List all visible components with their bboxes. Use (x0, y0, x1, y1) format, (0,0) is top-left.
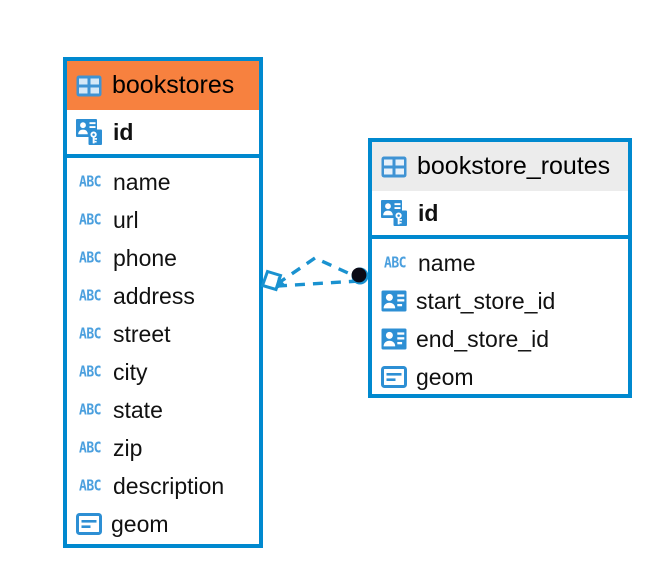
foreign-key-icon (381, 328, 407, 350)
field-row-geom[interactable]: geom (372, 358, 628, 396)
entity-bookstore-routes-header[interactable]: bookstore_routes (372, 142, 628, 191)
field-row-name[interactable]: ABC name (67, 163, 259, 201)
diamond-marker (260, 269, 285, 292)
entity-bookstores-title: bookstores (112, 71, 235, 99)
abc-icon: ABC (76, 325, 104, 343)
primary-key-icon (76, 119, 104, 145)
abc-icon: ABC (76, 477, 104, 495)
abc-icon: ABC (76, 249, 104, 267)
abc-icon: ABC (76, 439, 104, 457)
abc-icon-text: ABC (79, 439, 101, 457)
field-label-url: url (113, 206, 139, 233)
field-label-name: name (113, 168, 171, 195)
field-label-geom: geom (416, 363, 474, 390)
field-row-city[interactable]: ABC city (67, 353, 259, 391)
field-label-geom: geom (111, 510, 169, 537)
field-row-zip[interactable]: ABC zip (67, 429, 259, 467)
field-label-state: state (113, 396, 163, 423)
field-label-street: street (113, 320, 171, 347)
field-row-primary-key[interactable]: id (67, 110, 259, 158)
entity-bookstore-routes-title: bookstore_routes (417, 152, 611, 180)
filled-circle-marker (351, 267, 369, 285)
primary-key-icon (381, 200, 409, 226)
table-icon (76, 75, 102, 97)
abc-icon-text: ABC (79, 173, 101, 191)
entity-bookstore-routes[interactable]: bookstore_routes id (368, 138, 632, 398)
table-icon (381, 156, 407, 178)
field-row-name[interactable]: ABC name (372, 244, 628, 282)
abc-icon-text: ABC (79, 477, 101, 495)
field-row-start-store-id[interactable]: start_store_id (372, 282, 628, 320)
field-label-name: name (418, 249, 476, 276)
field-label-start-store-id: start_store_id (416, 287, 556, 314)
abc-icon-text: ABC (79, 401, 101, 419)
field-label-id: id (418, 199, 439, 226)
entity-bookstores-field-list: ABC name ABC url ABC phone ABC (67, 158, 259, 543)
entity-bookstores-header[interactable]: bookstores (67, 61, 259, 110)
field-label-end-store-id: end_store_id (416, 325, 549, 352)
field-row-state[interactable]: ABC state (67, 391, 259, 429)
field-label-id: id (113, 118, 134, 145)
field-row-geom[interactable]: geom (67, 505, 259, 543)
abc-icon-text: ABC (384, 254, 406, 272)
abc-icon: ABC (76, 363, 104, 381)
field-label-zip: zip (113, 434, 143, 461)
abc-icon-text: ABC (79, 211, 101, 229)
abc-icon: ABC (76, 173, 104, 191)
field-row-url[interactable]: ABC url (67, 201, 259, 239)
field-label-phone: phone (113, 244, 177, 271)
geometry-icon (76, 513, 102, 535)
field-row-end-store-id[interactable]: end_store_id (372, 320, 628, 358)
field-label-description: description (113, 472, 225, 499)
entity-bookstores[interactable]: bookstores id (63, 57, 263, 548)
abc-icon-text: ABC (79, 287, 101, 305)
field-label-city: city (113, 358, 148, 385)
entity-bookstore-routes-field-list: ABC name start_store_id (372, 239, 628, 396)
field-row-description[interactable]: ABC description (67, 467, 259, 505)
foreign-key-icon (381, 290, 407, 312)
relationship-line-straight (276, 279, 360, 288)
abc-icon: ABC (76, 211, 104, 229)
abc-icon-text: ABC (79, 325, 101, 343)
abc-icon: ABC (76, 401, 104, 419)
abc-icon: ABC (76, 287, 104, 305)
relationship-connector[interactable] (255, 240, 375, 315)
field-row-address[interactable]: ABC address (67, 277, 259, 315)
field-row-primary-key[interactable]: id (372, 191, 628, 239)
field-row-phone[interactable]: ABC phone (67, 239, 259, 277)
abc-icon-text: ABC (79, 363, 101, 381)
relationship-line-peaked (276, 256, 360, 286)
abc-icon-text: ABC (79, 249, 101, 267)
abc-icon: ABC (381, 254, 409, 272)
geometry-icon (381, 366, 407, 388)
field-label-address: address (113, 282, 195, 309)
field-row-street[interactable]: ABC street (67, 315, 259, 353)
